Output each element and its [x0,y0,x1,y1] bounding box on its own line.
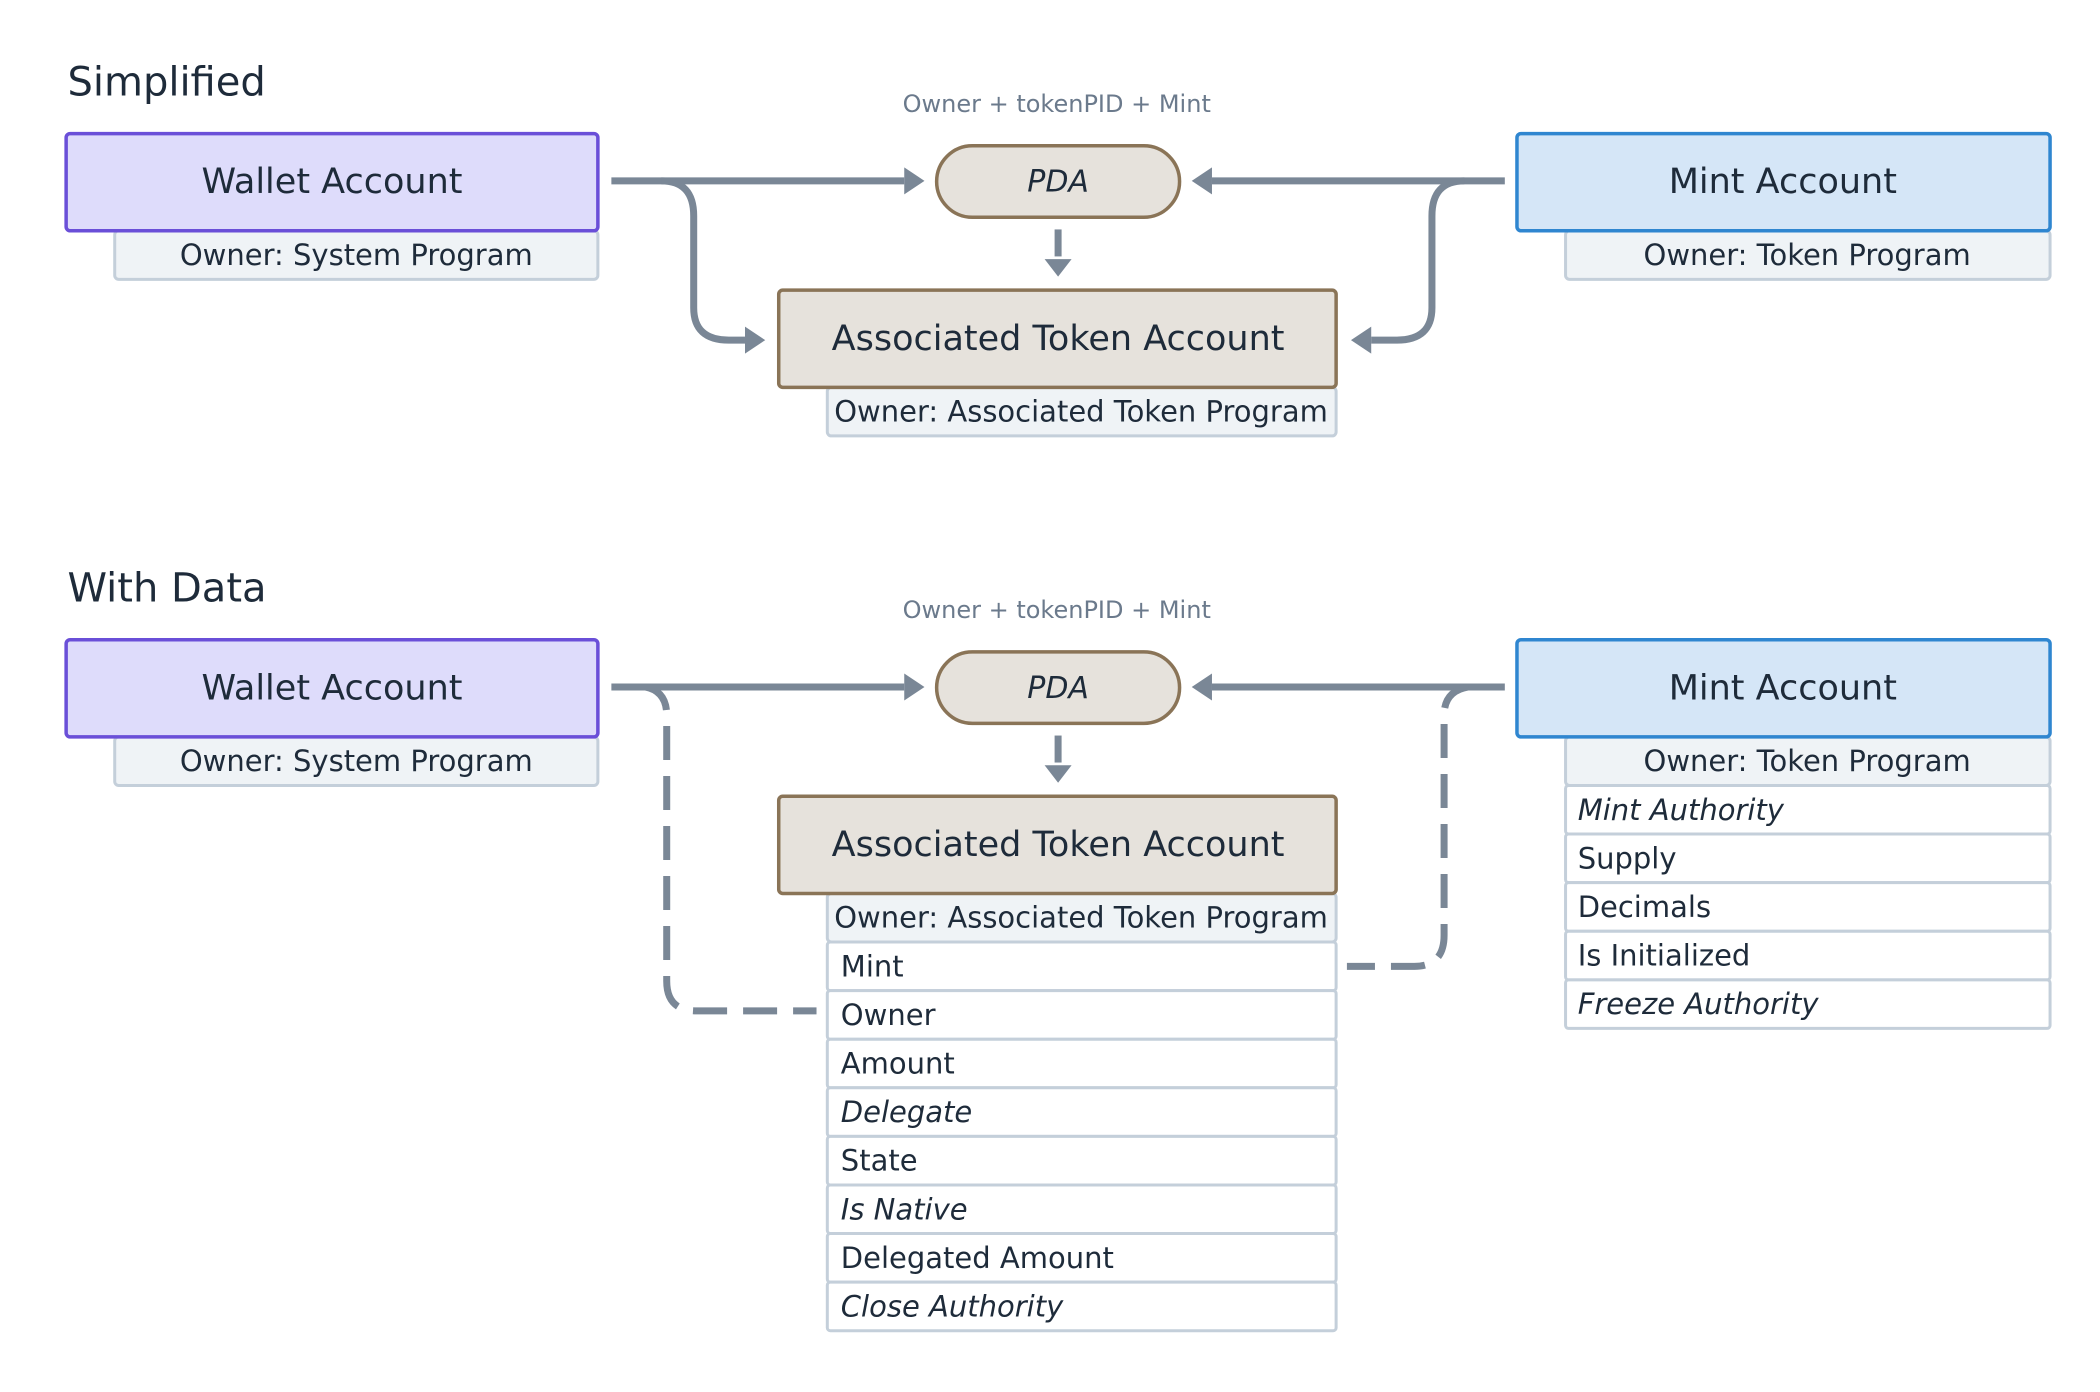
mint-field-label: Supply [1578,841,1677,875]
wallet-account-label: Wallet Account [202,162,463,202]
ata-account-box [776,794,1338,896]
mint-field-label: Mint Authority [1578,793,1785,827]
edge-mint-to-ata [1371,177,1465,344]
wallet-owner-label: Owner: System Program [180,744,533,778]
arrowhead-wallet-to-pda [904,167,925,195]
ata-owner-label: Owner: Associated Token Program [834,395,1328,429]
mint-account-node[interactable]: Owner: Token Program Mint Account [1515,131,2052,281]
edge-wallet-to-ata-owner-field [644,683,817,1015]
ata-field-label: State [841,1144,918,1178]
pda-label: PDA [1027,671,1089,706]
ata-field-label: Delegated Amount [841,1241,1114,1275]
arrowhead-pda-to-ata [1044,765,1072,783]
arrowhead-wallet-to-ata [744,326,766,354]
wallet-account-label: Wallet Account [202,668,463,708]
wallet-account-node[interactable]: Owner: System Program Wallet Account [64,131,600,281]
ata-owner-label: Owner: Associated Token Program [834,901,1328,935]
mint-account-box [1515,637,2052,739]
ata-account-label: Associated Token Account [832,825,1285,865]
ata-field-label: Delegate [841,1095,972,1129]
mint-field-label: Freeze Authority [1578,987,1820,1021]
mint-owner-label: Owner: Token Program [1644,744,1971,778]
section-title: Simplified [67,59,265,105]
connectors [611,673,1505,1015]
arrowhead-mint-to-ata [1350,326,1372,354]
edge-mint-to-ata-mint-field [1346,683,1470,970]
pda-label: PDA [1027,165,1089,200]
wallet-owner-label: Owner: System Program [180,238,533,272]
edge-wallet-to-ata [661,177,745,344]
ata-field-label: Is Native [841,1192,968,1226]
connectors [611,167,1505,354]
ata-field-row [825,1280,1338,1333]
pda-node[interactable]: PDA [934,650,1182,726]
associated-token-account-node[interactable]: Owner: Associated Token Program Associate… [776,288,1338,438]
ata-account-box [776,288,1338,390]
pda-pill [934,144,1182,220]
arrowhead-mint-to-pda [1191,167,1212,195]
mint-field-label: Is Initialized [1578,939,1751,973]
mint-field-row [1564,978,2052,1030]
wallet-account-node[interactable]: Owner: System Program Wallet Account [64,637,600,787]
mint-owner-label: Owner: Token Program [1644,238,1971,272]
mint-account-box [1515,131,2052,233]
arrowhead-mint-to-pda [1191,673,1212,701]
pda-seed-label: Owner + tokenPID + Mint [903,90,1211,118]
ata-field-label: Amount [841,1046,955,1080]
pda-pill [934,650,1182,726]
arrowhead-wallet-to-pda [904,673,925,701]
ata-account-label: Associated Token Account [832,319,1285,359]
pda-node[interactable]: PDA [934,144,1182,220]
associated-token-account-node[interactable]: Owner: Associated Token ProgramMintOwner… [776,794,1338,1333]
ata-field-label: Mint [841,949,904,983]
mint-account-label: Mint Account [1669,668,1897,708]
mint-account-label: Mint Account [1669,162,1897,202]
ata-field-label: Owner [841,998,936,1032]
mint-field-label: Decimals [1578,890,1711,924]
ata-field-label: Close Authority [841,1289,1064,1323]
wallet-account-box [64,131,600,233]
pda-seed-label: Owner + tokenPID + Mint [903,596,1211,624]
arrowhead-pda-to-ata [1044,259,1072,277]
section-title: With Data [67,565,266,611]
wallet-account-box [64,637,600,739]
